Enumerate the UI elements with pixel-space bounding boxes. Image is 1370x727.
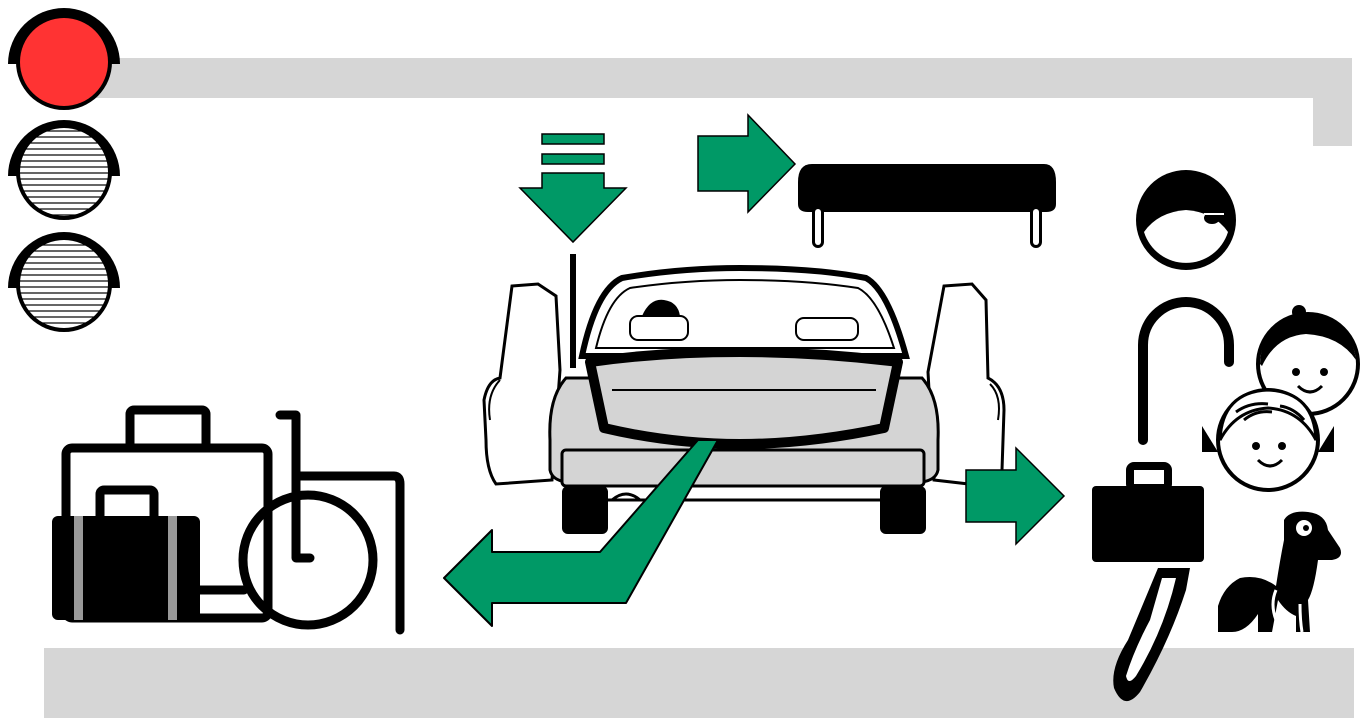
handbag-icon (1092, 462, 1204, 702)
load-down-arrow (518, 133, 628, 244)
small-suitcase-icon (52, 485, 200, 620)
to-roof-box-arrow (697, 113, 797, 214)
traffic-light-lamp-off-2 (8, 232, 120, 332)
traffic-light-lamp-red (8, 8, 120, 110)
child-boy-icon (1256, 305, 1360, 416)
traffic-light-lamp-off-1 (8, 120, 120, 220)
trunk-lid (585, 347, 903, 449)
top-road-band (60, 58, 1352, 146)
wheelchair-icon (193, 410, 405, 635)
adult-person-icon (1136, 170, 1236, 445)
dog-icon (1218, 511, 1341, 633)
to-passengers-arrow (965, 446, 1066, 546)
car-rear-open-icon (482, 254, 1006, 534)
traffic-light-icon (8, 8, 120, 332)
roof-box-icon (798, 164, 1056, 248)
luggage-group (52, 405, 405, 635)
bumper (560, 448, 926, 488)
child-girl-icon (1202, 388, 1334, 492)
left-door (482, 282, 562, 486)
trunk-to-luggage-arrow (443, 439, 719, 627)
